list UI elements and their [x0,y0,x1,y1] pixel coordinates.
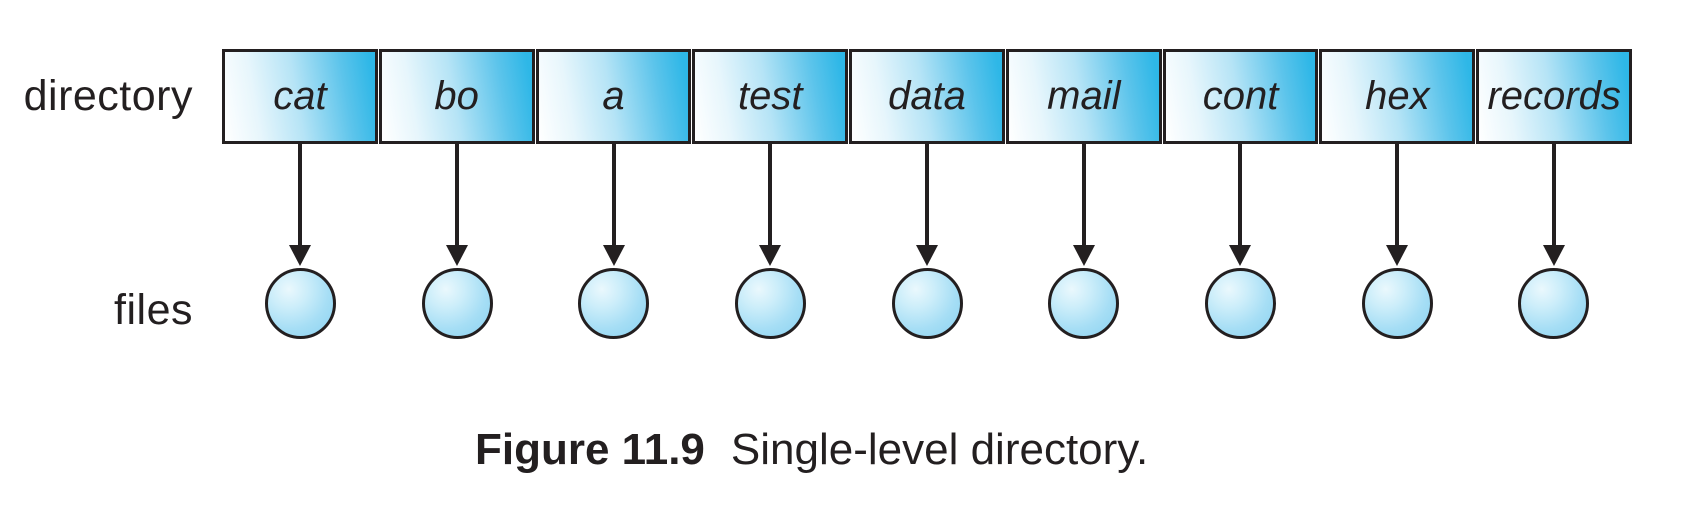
down-arrow-head-icon [289,245,312,266]
down-arrow-icon [1238,144,1243,245]
down-arrow-head-icon [1386,245,1409,266]
directory-entry-a: a [535,49,692,144]
file-node [1361,268,1433,339]
files-row-label: files [114,286,193,334]
down-arrow-head-icon [1072,245,1095,266]
down-arrow-icon [1395,144,1400,245]
file-pointer-cell [692,144,849,349]
down-arrow-head-icon [1229,245,1252,266]
down-arrow-head-icon [916,245,939,266]
down-arrow-icon [298,144,303,245]
figure-caption-text: Single-level directory. [730,425,1149,474]
down-arrow-head-icon [446,245,468,266]
file-node [1048,268,1120,339]
directory-entry-test: test [692,49,849,144]
directory-entry-records: records [1476,49,1633,144]
directory-entry-hex: hex [1319,49,1476,144]
file-pointer-cell [1005,144,1162,349]
file-node [264,268,336,339]
file-pointer-cell [849,144,1006,349]
down-arrow-icon [455,144,459,245]
files-row [222,144,1632,349]
directory-entry-data: data [849,49,1005,144]
down-arrow-icon [611,144,616,245]
figure-caption: Figure 11.9 Single-level directory. [475,427,1148,473]
file-pointer-cell [222,144,379,349]
down-arrow-icon [1551,144,1556,245]
file-pointer-cell [535,144,692,349]
file-node [421,268,493,339]
down-arrow-head-icon [602,245,625,266]
directory-entry-cat: cat [222,49,378,144]
directory-entry-bo: bo [378,49,535,144]
down-arrow-icon [768,144,773,245]
file-node [1204,268,1276,339]
file-node [734,268,806,339]
down-arrow-icon [1081,144,1086,245]
figure-caption-number: Figure 11.9 [475,425,705,474]
file-pointer-cell [1319,144,1476,349]
file-node [578,268,650,339]
file-pointer-cell [379,144,536,349]
down-arrow-head-icon [759,245,782,266]
file-pointer-cell [1475,144,1632,349]
directory-entry-cont: cont [1162,49,1319,144]
directory-entry-mail: mail [1005,49,1162,144]
file-node [891,268,963,339]
down-arrow-head-icon [1542,245,1565,266]
down-arrow-icon [925,144,930,245]
file-pointer-cell [1162,144,1319,349]
directory-row-label: directory [23,72,193,120]
file-node [1518,268,1590,339]
directory-entries-row: cat bo a test data mail cont hex records [222,49,1633,144]
